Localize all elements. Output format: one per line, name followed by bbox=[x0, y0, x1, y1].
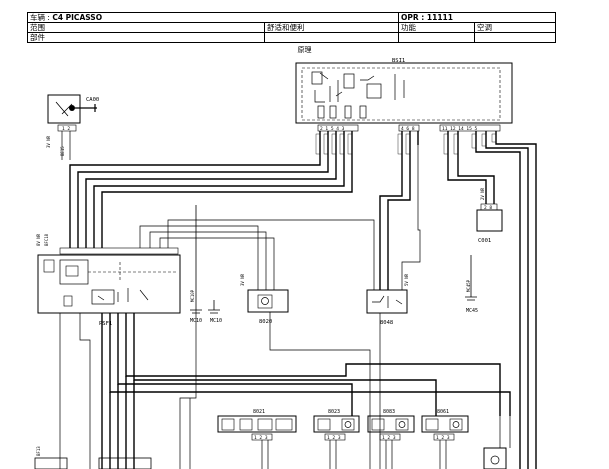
svg-text:MC10P: MC10P bbox=[190, 289, 195, 302]
wiring-bus bbox=[69, 131, 537, 469]
svg-text:2 8: 2 8 bbox=[484, 205, 492, 211]
bsi1-connector-left: 2 1 5 4 3 bbox=[317, 124, 359, 132]
b8048-sensor[interactable]: 8048 5V NR bbox=[366, 273, 409, 326]
bottom-right-unit[interactable] bbox=[483, 447, 507, 469]
vehicle-label: 车辆 : bbox=[30, 13, 50, 22]
svg-text:BE15: BE15 bbox=[60, 146, 65, 156]
bottom-left-connectors: BF13 bbox=[34, 446, 152, 469]
b8083-unit[interactable]: 8083 1 2 3 bbox=[367, 409, 415, 441]
svg-text:BF13: BF13 bbox=[36, 446, 41, 456]
svg-text:1 2: 1 2 bbox=[62, 126, 70, 132]
ground-mc45: MC45 MC45P bbox=[465, 255, 478, 314]
vehicle-value: C4 PICASSO bbox=[52, 13, 103, 22]
opr-label: OPR : bbox=[401, 13, 425, 22]
fan-icon bbox=[344, 421, 352, 428]
bsi1-connector-right: 11 12 14 15 5 bbox=[439, 124, 501, 132]
psf1-fusebox[interactable]: PSF1 8V NR BFC18 bbox=[36, 233, 181, 327]
key-icon bbox=[69, 105, 75, 111]
svg-text:3V NR: 3V NR bbox=[46, 135, 51, 148]
svg-text:1 2 3: 1 2 3 bbox=[254, 435, 268, 441]
svg-text:1 2 3: 1 2 3 bbox=[327, 435, 341, 441]
header-table: 车辆 : C4 PICASSO OPR : 11111 范围 舒适和便利 功能 … bbox=[27, 12, 557, 43]
b8083-label: 8083 bbox=[383, 409, 395, 415]
svg-text:BFC18: BFC18 bbox=[44, 233, 49, 246]
svg-text:4 6 8: 4 6 8 bbox=[401, 126, 415, 132]
fan-icon bbox=[398, 421, 406, 428]
ground-mc10-b: MC10 bbox=[208, 300, 222, 324]
b8048-label: 8048 bbox=[380, 320, 393, 326]
bsi1-connector-mid: 4 6 8 bbox=[398, 124, 420, 132]
b8020-sensor[interactable]: 8020 3V NR bbox=[240, 273, 289, 325]
b8061-label: 8061 bbox=[437, 409, 449, 415]
svg-text:MC10: MC10 bbox=[210, 318, 222, 324]
fan-icon bbox=[490, 455, 500, 465]
b8021-label: 8021 bbox=[253, 409, 265, 415]
svg-text:8V NR: 8V NR bbox=[36, 233, 41, 246]
c001-label: C001 bbox=[478, 238, 491, 244]
fan-icon bbox=[261, 297, 269, 305]
part-empty-2 bbox=[473, 32, 557, 43]
bsi-wire-tags bbox=[315, 133, 497, 155]
svg-text:1 2 3: 1 2 3 bbox=[436, 435, 450, 441]
svg-text:MC45: MC45 bbox=[466, 308, 478, 314]
svg-text:1 2 3: 1 2 3 bbox=[382, 435, 396, 441]
b8020-label: 8020 bbox=[259, 319, 272, 325]
fan-icon bbox=[452, 421, 460, 428]
svg-text:3V NR: 3V NR bbox=[240, 273, 245, 286]
svg-text:2V NR: 2V NR bbox=[480, 187, 485, 200]
bsi1-module[interactable]: BSI1 2 1 5 4 3 4 6 8 11 12 14 15 5 bbox=[295, 58, 513, 132]
b8023-unit[interactable]: 8023 1 2 3 bbox=[313, 409, 360, 441]
svg-text:MC45P: MC45P bbox=[466, 279, 471, 292]
svg-text:2 1 5 4 3: 2 1 5 4 3 bbox=[320, 126, 345, 132]
ground-mc10-a: MC10 MC10P bbox=[190, 205, 202, 324]
ca00-label: CA00 bbox=[86, 97, 99, 103]
psf1-label: PSF1 bbox=[99, 321, 112, 327]
ca00-switch[interactable]: CA00 1 2 3V NR BE15 bbox=[46, 94, 99, 156]
b8023-label: 8023 bbox=[328, 409, 340, 415]
c001-connector[interactable]: 2 8 C001 2V NR bbox=[476, 187, 503, 244]
bsi1-label: BSI1 bbox=[392, 58, 405, 64]
header-row-part: 部件 bbox=[27, 32, 557, 43]
diagram-title: 原理 bbox=[297, 46, 312, 54]
b8061-unit[interactable]: 8061 1 2 3 bbox=[421, 409, 469, 441]
b8021-unit[interactable]: 8021 1 2 3 bbox=[217, 409, 297, 441]
opr-value: 11111 bbox=[426, 13, 453, 22]
svg-text:11 12 14 15 5: 11 12 14 15 5 bbox=[442, 126, 478, 132]
wiring-thin bbox=[59, 131, 511, 469]
svg-text:5V NR: 5V NR bbox=[404, 273, 409, 286]
